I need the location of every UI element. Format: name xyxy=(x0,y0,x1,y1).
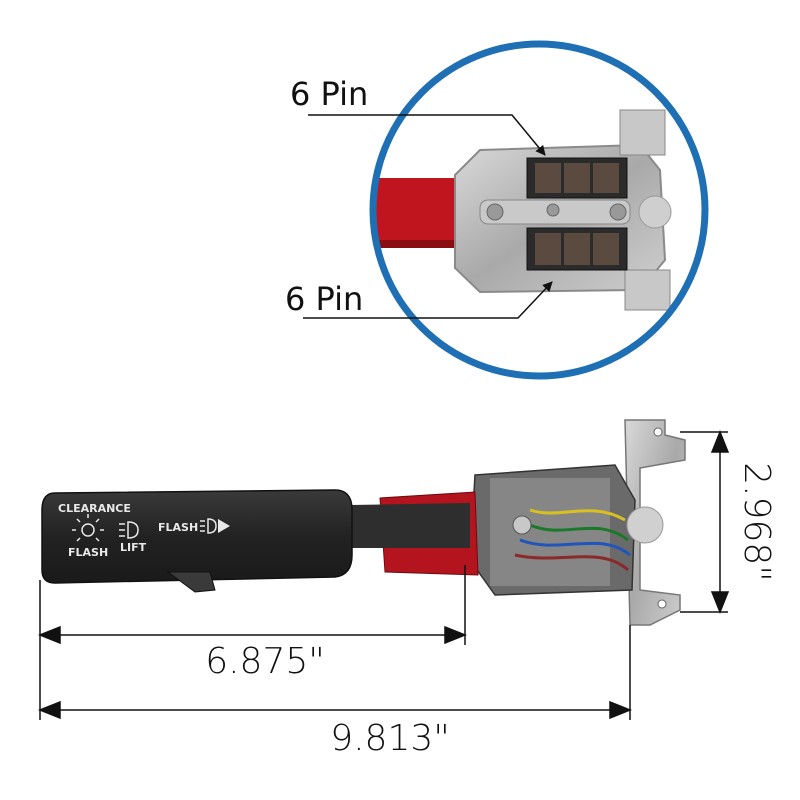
top-pin-callout: 6 Pin xyxy=(290,75,546,156)
bottom-pin-callout: 6 Pin xyxy=(285,280,553,319)
turn-signal-switch: CLEARANCE FLASH LIFT FLASH xyxy=(41,419,686,626)
bottom-pin-label: 6 Pin xyxy=(285,280,363,318)
height-dimension: 2.968" xyxy=(736,462,777,582)
stalk-clearance-text: CLEARANCE xyxy=(58,502,131,515)
flash-arrow-icon xyxy=(218,519,230,533)
overall-length-dimension: 9.813" xyxy=(330,718,450,759)
lever-shaft xyxy=(350,503,470,548)
connector-detail-circle xyxy=(369,40,709,380)
lever-length-dimension: 6.875" xyxy=(205,641,325,682)
top-pin-label: 6 Pin xyxy=(290,75,368,113)
top-6-pin-connector xyxy=(526,157,628,199)
clearance-light-icon xyxy=(72,514,104,542)
detail-circle-border xyxy=(369,40,709,380)
dimension-lines xyxy=(37,429,730,720)
lever-stalk xyxy=(41,489,353,584)
headlight-icon xyxy=(119,521,139,539)
flash-headlight-icon xyxy=(200,518,217,534)
stalk-flash-left-text: FLASH xyxy=(68,546,108,559)
bottom-6-pin-connector xyxy=(526,227,628,271)
stalk-flash-right-text: FLASH xyxy=(158,521,198,534)
stalk-lift-text: LIFT xyxy=(120,541,147,554)
